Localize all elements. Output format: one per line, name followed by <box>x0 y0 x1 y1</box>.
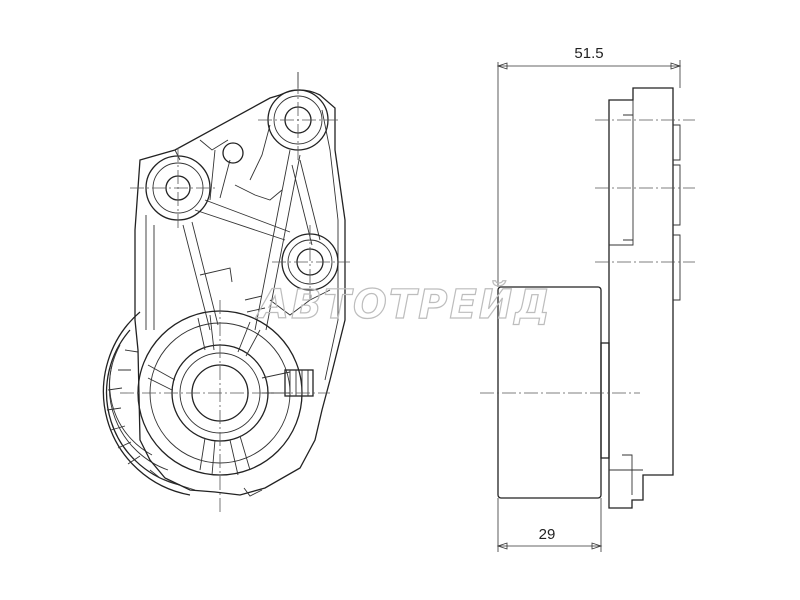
side-hub <box>600 342 610 459</box>
front-boss-small <box>222 142 244 164</box>
dimension-pulley-width: 29 <box>496 498 603 552</box>
dimension-overall-width: 51.5 <box>496 45 682 287</box>
side-view: 51.5 29 <box>480 45 695 552</box>
front-pulley <box>102 311 196 496</box>
side-body <box>608 87 674 509</box>
dimension-overall-width-label: 51.5 <box>574 45 603 62</box>
watermark-logo: АВТОТРЕЙД <box>255 280 552 328</box>
front-housing <box>134 72 346 496</box>
front-view <box>102 72 350 515</box>
dimension-pulley-width-label: 29 <box>539 526 556 543</box>
